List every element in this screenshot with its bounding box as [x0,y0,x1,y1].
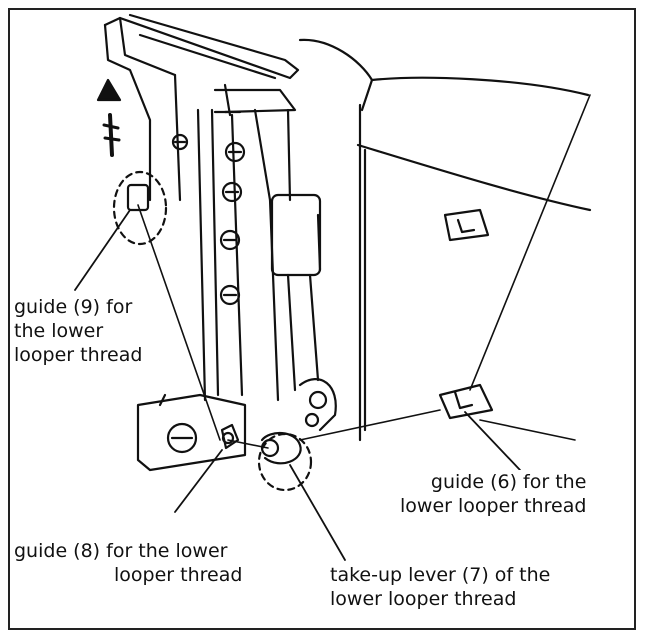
take-up-lever [220,378,337,492]
label-guide-8: guide (8) for the lower looper thread [14,515,243,611]
guide-9-part [112,170,168,246]
leader-lines [74,209,521,561]
label-guide-8-line1: guide (8) for the lower [14,540,228,562]
lower-bracket [136,393,247,472]
upward-arrow-icon [96,78,122,157]
label-guide-6: guide (6) for the lower looper thread [400,470,587,518]
label-guide-9: guide (9) for the lower looper thread [14,295,143,367]
vertical-bars [196,108,322,402]
label-guide-8-line2: looper thread [114,564,243,586]
thread-path [137,94,591,449]
label-take-up-lever-7: take-up lever (7) of the lower looper th… [330,563,551,611]
upper-arm [103,13,300,202]
screws [166,133,246,454]
machine-cover [298,38,592,442]
guide-6-part [438,208,494,420]
